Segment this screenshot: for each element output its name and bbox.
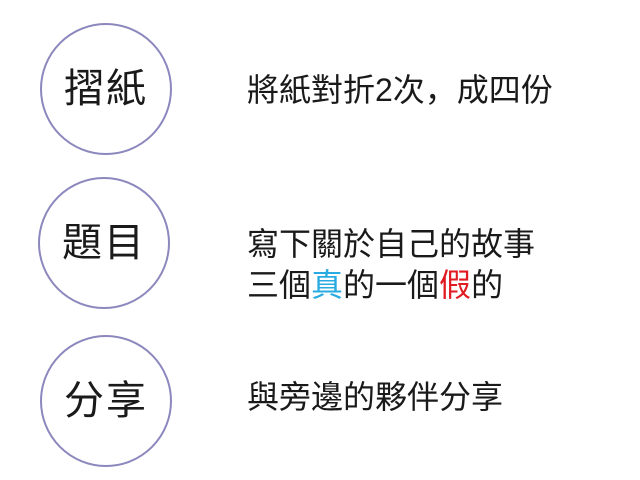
description-line: 將紙對折2次，成四份 [247, 70, 553, 111]
step-circle-topic: 題目 [38, 177, 170, 309]
description-line: 三個真的一個假的 [247, 265, 535, 306]
step-label-share: 分享 [64, 379, 148, 423]
highlight-true-text: 真 [311, 267, 344, 303]
step-label-fold: 摺紙 [64, 67, 148, 111]
step-circle-share: 分享 [40, 335, 172, 467]
description-text: 寫下關於自己的故事 [247, 226, 536, 262]
highlight-false-text: 假 [439, 267, 472, 303]
step-circle-fold: 摺紙 [40, 23, 172, 155]
description-text: 的一個 [343, 267, 440, 303]
description-text: 三個 [247, 267, 312, 303]
step-label-topic: 題目 [62, 221, 146, 265]
description-line: 寫下關於自己的故事 [247, 224, 535, 265]
description-text: 與旁邊的夥伴分享 [247, 379, 504, 415]
description-line: 與旁邊的夥伴分享 [247, 377, 503, 418]
description-text: 的 [471, 267, 504, 303]
description-text: 將紙對折2次，成四份 [247, 72, 553, 108]
step-description-share: 與旁邊的夥伴分享 [247, 377, 503, 418]
step-description-topic: 寫下關於自己的故事 三個真的一個假的 [247, 224, 535, 306]
step-description-fold: 將紙對折2次，成四份 [247, 70, 553, 111]
